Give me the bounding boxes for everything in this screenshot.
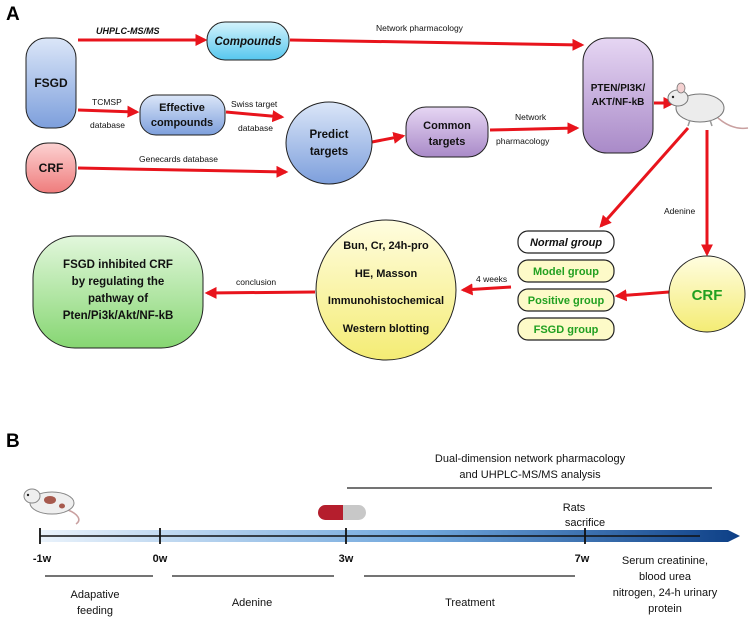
tick-label-0w: 0w bbox=[153, 553, 168, 565]
assay-he-masson: HE, Masson bbox=[355, 268, 418, 280]
endpoint-line-2: blood urea bbox=[639, 571, 692, 583]
node-conclusion: FSGD inhibited CRF by regulating the pat… bbox=[32, 235, 204, 349]
node-crf-source: CRF bbox=[25, 142, 77, 194]
arrow-crf-predict bbox=[77, 165, 289, 178]
edge-label-genecards: Genecards database bbox=[139, 154, 218, 164]
assay-bun-cr: Bun, Cr, 24h-pro bbox=[343, 240, 429, 252]
group-model-label: Model group bbox=[533, 266, 599, 278]
arrow-common-pathway bbox=[489, 122, 580, 135]
endpoint-line-1: Serum creatinine, bbox=[622, 555, 708, 567]
node-effective-label-2: compounds bbox=[151, 117, 213, 129]
group-normal-label: Normal group bbox=[530, 237, 602, 249]
phase-treatment: Treatment bbox=[445, 597, 495, 609]
node-common-label-1: Common bbox=[423, 120, 471, 132]
rats-label-2: sacrifice bbox=[565, 517, 605, 529]
node-crf-source-label: CRF bbox=[39, 161, 64, 175]
node-predict-label-1: Predict bbox=[310, 129, 349, 141]
node-pathway: PTEN/PI3K/ AKT/NF-kB bbox=[582, 37, 654, 154]
dual-dimension-line-1: Dual-dimension network pharmacology bbox=[435, 453, 626, 465]
dual-dimension-line-2: and UHPLC-MS/MS analysis bbox=[459, 469, 601, 481]
group-fsgd: FSGD group bbox=[517, 317, 615, 341]
rat-icon bbox=[23, 488, 80, 525]
arrow-predict-common bbox=[371, 131, 406, 144]
node-pathway-label-2: AKT/NF-kB bbox=[592, 97, 645, 108]
tick-label-3w: 3w bbox=[339, 553, 354, 565]
node-common-targets: Common targets bbox=[405, 106, 489, 158]
pill-icon bbox=[318, 505, 366, 520]
group-normal: Normal group bbox=[517, 230, 615, 254]
node-compounds-label: Compounds bbox=[214, 36, 281, 48]
arrow-effective-predict bbox=[225, 110, 285, 123]
phase-adaptive-line-2: feeding bbox=[77, 605, 113, 617]
node-fsgd-label: FSGD bbox=[34, 76, 68, 90]
edge-label-pharmacology-mid: pharmacology bbox=[496, 136, 550, 146]
assay-immuno: Immunohistochemical bbox=[328, 295, 444, 307]
edge-label-tcmsp-db: database bbox=[90, 120, 125, 130]
arrow-compounds-pathway bbox=[289, 38, 585, 51]
endpoint-line-3: nitrogen, 24-h urinary bbox=[613, 587, 718, 599]
phase-adenine: Adenine bbox=[232, 597, 272, 609]
group-fsgd-label: FSGD group bbox=[534, 324, 599, 336]
edge-label-swiss-db: database bbox=[238, 123, 273, 133]
edge-label-adenine: Adenine bbox=[664, 206, 695, 216]
endpoint-line-4: protein bbox=[648, 603, 682, 615]
node-crf-model: CRF bbox=[668, 255, 746, 333]
node-common-label-2: targets bbox=[429, 136, 466, 148]
edge-label-uhplc: UHPLC-MS/MS bbox=[96, 26, 160, 36]
conclusion-line-3: pathway of bbox=[88, 293, 148, 305]
rats-label-1: Rats bbox=[563, 502, 586, 514]
panel-b-label: B bbox=[6, 431, 20, 452]
tick-label-neg1w: -1w bbox=[33, 553, 52, 565]
phase-adaptive-line-1: Adapative bbox=[71, 589, 120, 601]
edge-label-network-top: Network pharmacology bbox=[376, 23, 464, 33]
arrow-crf-groups bbox=[614, 289, 670, 302]
tick-label-7w: 7w bbox=[575, 553, 590, 565]
group-positive: Positive group bbox=[517, 288, 615, 312]
arrow-rat-groups bbox=[599, 127, 690, 228]
rat-illustration bbox=[667, 82, 749, 130]
arrow-assays-conclusion bbox=[204, 286, 316, 299]
edge-label-tcmsp: TCMSP bbox=[92, 97, 122, 107]
edge-label-swiss: Swiss target bbox=[231, 99, 278, 109]
node-assays: Bun, Cr, 24h-pro HE, Masson Immunohistoc… bbox=[315, 219, 457, 361]
node-effective-compounds: Effective compounds bbox=[139, 94, 226, 136]
node-fsgd: FSGD bbox=[25, 37, 77, 129]
arrow-groups-assays bbox=[460, 283, 512, 296]
group-positive-label: Positive group bbox=[528, 295, 605, 307]
edge-label-conclusion: conclusion bbox=[236, 277, 276, 287]
edge-label-network-mid: Network bbox=[515, 112, 547, 122]
conclusion-line-1: FSGD inhibited CRF bbox=[63, 259, 173, 271]
node-crf-model-label: CRF bbox=[692, 287, 723, 304]
panel-a-label: A bbox=[6, 4, 20, 25]
arrow-fsgd-effective bbox=[77, 105, 140, 118]
group-model: Model group bbox=[517, 259, 615, 283]
conclusion-line-2: by regulating the bbox=[72, 276, 165, 288]
node-effective-label-1: Effective bbox=[159, 102, 205, 114]
assay-western: Western blotting bbox=[343, 323, 430, 335]
edge-label-4-weeks: 4 weeks bbox=[476, 274, 507, 284]
conclusion-line-4: Pten/Pi3k/Akt/NF-kB bbox=[63, 310, 174, 322]
arrows bbox=[77, 34, 713, 302]
node-pathway-label-1: PTEN/PI3K/ bbox=[591, 83, 646, 94]
node-compounds: Compounds bbox=[206, 21, 290, 61]
node-predict-label-2: targets bbox=[310, 146, 348, 158]
node-predict-targets: Predict targets bbox=[285, 101, 373, 185]
